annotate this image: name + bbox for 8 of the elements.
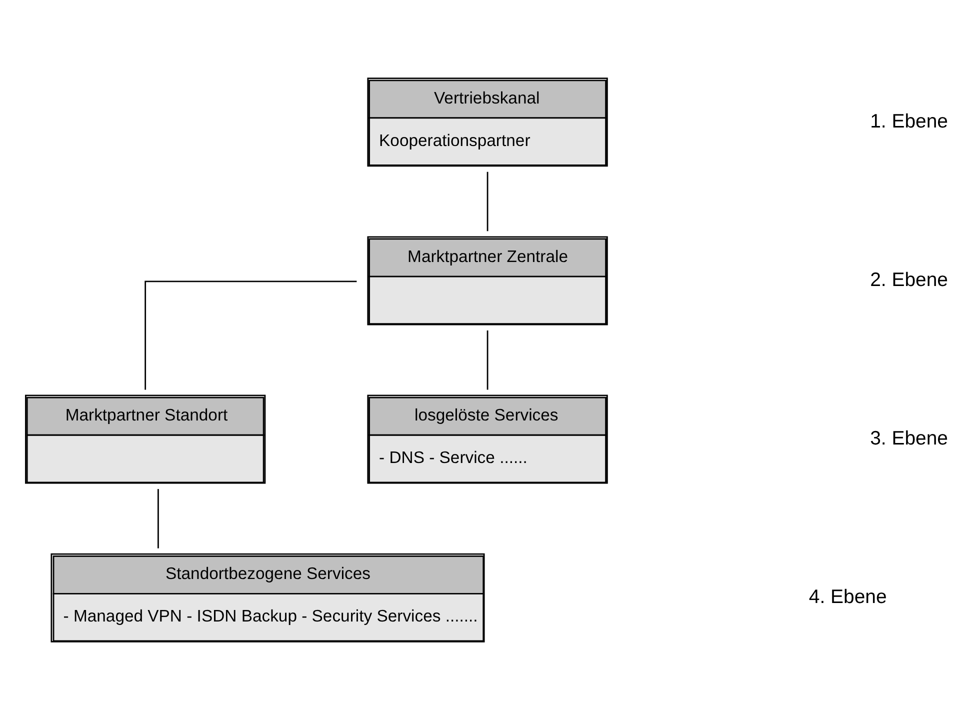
connector xyxy=(144,280,356,390)
connector xyxy=(486,171,488,231)
label: 1. Ebene xyxy=(870,110,948,132)
label: 4. Ebene xyxy=(808,586,886,608)
label: 2. Ebene xyxy=(870,268,948,290)
connector xyxy=(486,330,488,390)
label: 3. Ebene xyxy=(870,426,948,449)
connector xyxy=(157,488,158,548)
